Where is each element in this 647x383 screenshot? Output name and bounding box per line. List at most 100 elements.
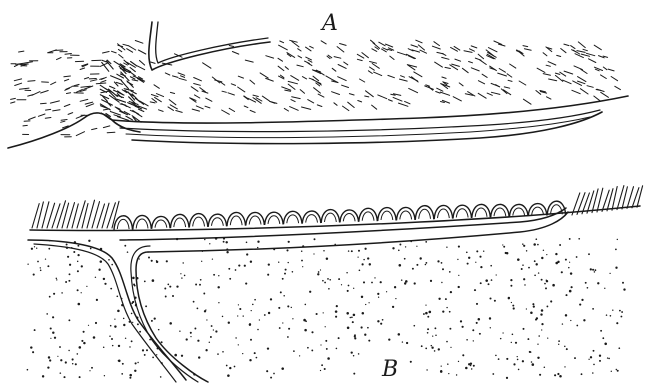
stipple-dot bbox=[541, 309, 544, 312]
stipple-dot bbox=[250, 261, 252, 263]
hair-stroke bbox=[61, 121, 65, 122]
stipple-dot bbox=[57, 356, 58, 357]
stipple-dot bbox=[512, 334, 514, 336]
stipple-dot bbox=[526, 250, 527, 251]
stipple-dot bbox=[125, 338, 126, 339]
stipple-dot bbox=[524, 284, 525, 285]
stipple-dot bbox=[442, 268, 444, 270]
hair-stroke bbox=[608, 69, 614, 71]
stipple-dot bbox=[323, 250, 325, 252]
hair-stroke bbox=[589, 59, 596, 63]
stipple-dot bbox=[357, 256, 358, 257]
stipple-dot bbox=[421, 345, 423, 347]
hair-stroke bbox=[442, 53, 446, 55]
stipple-dot bbox=[521, 268, 523, 270]
stipple-dot bbox=[318, 271, 320, 273]
hair-stroke bbox=[194, 78, 202, 81]
stipple-dot bbox=[619, 310, 621, 312]
hair-stroke bbox=[594, 96, 601, 101]
hair-stroke bbox=[76, 132, 84, 136]
stipple-dot bbox=[489, 317, 491, 319]
stipple-dot bbox=[199, 284, 201, 286]
stipple-dot bbox=[40, 267, 41, 268]
stipple-dot bbox=[508, 297, 510, 299]
stipple-dot bbox=[206, 319, 207, 320]
stipple-dot bbox=[103, 278, 105, 280]
stipple-dot bbox=[145, 305, 147, 307]
stipple-dot bbox=[181, 277, 182, 278]
hair-stroke bbox=[453, 97, 461, 101]
stipple-dot bbox=[361, 326, 363, 328]
stipple-dot bbox=[34, 246, 35, 247]
stipple-dot bbox=[217, 353, 219, 355]
stipple-dot bbox=[559, 375, 562, 378]
stipple-dot bbox=[132, 277, 135, 280]
stipple-dot bbox=[405, 246, 406, 247]
stipple-dot bbox=[144, 354, 146, 356]
stipple-dot bbox=[151, 320, 153, 322]
stipple-dot bbox=[291, 307, 292, 308]
stipple-dot bbox=[246, 253, 248, 255]
stipple-dot bbox=[471, 368, 472, 369]
stipple-dot bbox=[324, 368, 326, 370]
stipple-dot bbox=[56, 279, 57, 280]
stipple-dot bbox=[229, 278, 231, 280]
stipple-dot bbox=[450, 291, 452, 293]
hair-stroke bbox=[64, 104, 70, 106]
hair-stroke bbox=[222, 91, 226, 92]
stipple-dot bbox=[338, 278, 340, 280]
hair-stroke bbox=[432, 46, 440, 49]
hair-stroke bbox=[57, 58, 62, 60]
stipple-dot bbox=[246, 242, 248, 244]
hair-stroke bbox=[581, 54, 589, 56]
stipple-dot bbox=[169, 286, 171, 288]
stipple-dot bbox=[40, 270, 42, 272]
stipple-dot bbox=[610, 315, 612, 317]
stipple-dot bbox=[320, 269, 321, 270]
stipple-dot bbox=[309, 291, 311, 293]
stipple-dot bbox=[279, 327, 281, 329]
stipple-dot bbox=[426, 369, 427, 370]
hair-stroke bbox=[399, 103, 408, 106]
arch bbox=[434, 205, 452, 219]
stipple-dot bbox=[368, 302, 369, 303]
stipple-dot bbox=[132, 322, 133, 323]
stipple-dot bbox=[581, 373, 583, 375]
stipple-dot bbox=[594, 271, 596, 273]
hair-stroke bbox=[250, 80, 255, 84]
hair-stroke bbox=[409, 77, 418, 81]
patch-stroke bbox=[116, 82, 122, 84]
hair-stroke bbox=[478, 81, 484, 84]
stipple-dot bbox=[490, 265, 492, 267]
arch bbox=[340, 210, 359, 222]
stipple-dot bbox=[134, 285, 136, 287]
stipple-dot bbox=[371, 282, 373, 284]
stipple-dot bbox=[301, 250, 302, 251]
stipple-dot bbox=[590, 356, 592, 358]
stipple-dot bbox=[550, 300, 552, 302]
hair-stroke bbox=[435, 62, 443, 67]
stipple-dot bbox=[198, 356, 200, 358]
stipple-dot bbox=[399, 264, 402, 267]
stipple-dot bbox=[123, 324, 125, 326]
arch-inner bbox=[249, 216, 261, 224]
stipple-dot bbox=[86, 286, 87, 287]
arch bbox=[397, 207, 416, 220]
hair-stroke bbox=[179, 78, 186, 80]
stipple-dot bbox=[320, 370, 321, 371]
stipple-dot bbox=[204, 310, 206, 312]
stipple-dot bbox=[423, 313, 425, 315]
stipple-dot bbox=[449, 311, 451, 313]
hair-stroke bbox=[504, 87, 509, 88]
stipple-dot bbox=[480, 282, 482, 284]
hair-stroke bbox=[563, 80, 572, 84]
hair-stroke bbox=[543, 74, 550, 76]
stipple-dot bbox=[531, 361, 533, 363]
stipple-dot bbox=[449, 328, 451, 330]
stipple-dot bbox=[555, 253, 557, 255]
stipple-dot bbox=[278, 262, 279, 263]
hair-stroke bbox=[238, 87, 245, 92]
stipple-dot bbox=[54, 337, 56, 339]
hair-stroke bbox=[416, 40, 422, 43]
stipple-dot bbox=[367, 257, 369, 259]
